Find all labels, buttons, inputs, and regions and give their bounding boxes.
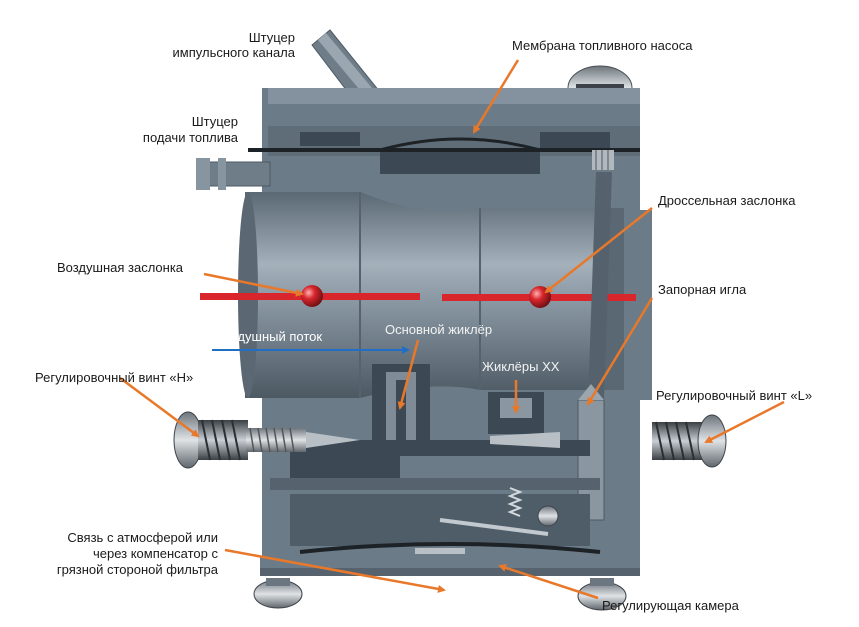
label-air-flow: Воздушный поток [216,329,323,344]
needle-valve-rod [577,150,614,521]
regulating-chamber [260,487,640,576]
l-screw [490,414,727,468]
label-fuel-fitting-1: Штуцер [191,114,238,129]
arrow-chamber [498,564,599,600]
arrow-membrane [472,59,520,134]
label-needle-valve: Запорная игла [658,282,747,297]
choke-valve [200,285,420,307]
arrow-choke [203,272,304,297]
label-fuel-fitting-2: подачи топлива [142,130,238,145]
arrow-l-screw [704,400,785,444]
label-throttle-valve: Дроссельная заслонка [658,193,796,208]
h-screw [173,411,360,469]
arrow-atmosphere [224,548,446,593]
label-choke-valve: Воздушная заслонка [57,260,184,275]
arrow-main-jet [397,339,420,410]
label-main-jet: Основной жиклёр [385,322,493,337]
arrow-needle [586,297,654,406]
label-fuel-pump-membrane: Мембрана топливного насоса [512,38,693,53]
arrow-h-screw [119,376,200,438]
callout-arrows [119,59,785,600]
bottom-screws [253,578,627,611]
label-pulse-fitting-1: Штуцер [248,30,295,45]
label-l-screw: Регулировочный винт «L» [656,388,813,403]
arrow-throttle [544,207,653,294]
label-idle-jets: Жиклёры ХХ [482,359,560,374]
label-regulating-chamber: Регулирующая камера [602,598,739,613]
label-atmosphere-2: через компенсатор с [92,546,218,561]
label-atmosphere-1: Связь с атмосферой или [67,530,218,545]
label-atmosphere-3: грязной стороной фильтра [56,562,218,577]
fuel-fitting [196,158,271,190]
label-h-screw: Регулировочный винт «H» [35,370,194,385]
label-pulse-fitting-2: импульсного канала [172,45,295,60]
